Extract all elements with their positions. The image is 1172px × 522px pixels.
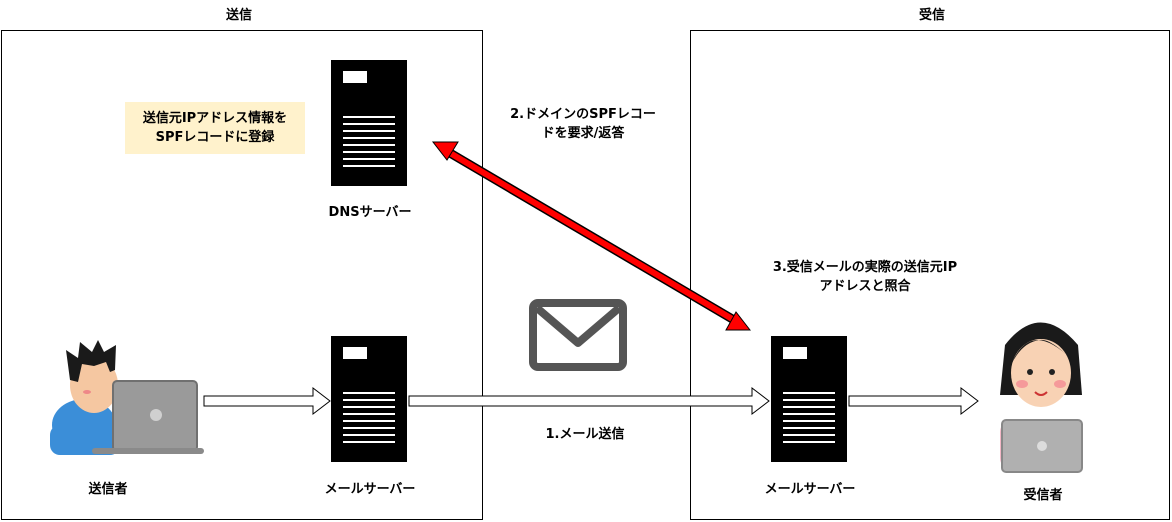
recv-mail-server-icon: [771, 336, 847, 462]
step-1-label: 1.メール送信: [545, 427, 625, 442]
woman-at-laptop-icon: [1000, 322, 1083, 473]
recv-mail-server-label: メールサーバー: [764, 482, 856, 497]
step-3-line-1: 3.受信メールの実際の送信元IP: [772, 260, 958, 275]
man-at-laptop-icon: [50, 340, 204, 455]
step-2-label: 2.ドメインのSPFレコー ドを要求/返答: [483, 105, 683, 143]
dns-server-label: DNSサーバー: [328, 205, 412, 220]
send-region-label: 送信: [225, 8, 252, 23]
step-2-line-2: ドを要求/返答: [541, 126, 625, 141]
send-mail-server-label: メールサーバー: [324, 482, 416, 497]
arrow-server-to-server: [408, 386, 770, 416]
dns-server-icon: [331, 60, 407, 186]
arrow-server-to-receiver: [848, 386, 979, 416]
envelope-icon: [529, 299, 627, 371]
receiver-label: 受信者: [1023, 488, 1063, 503]
spf-registration-note: 送信元IPアドレス情報を SPFレコードに登録: [125, 102, 305, 154]
spf-query-arrow: [431, 141, 752, 331]
step-2-line-1: 2.ドメインのSPFレコー: [510, 107, 656, 122]
step-3-line-2: アドレスと照合: [819, 279, 911, 294]
receive-region-label: 受信: [918, 8, 945, 23]
step-3-label: 3.受信メールの実際の送信元IP アドレスと照合: [735, 258, 995, 296]
send-region-box: [1, 30, 483, 520]
sender-label: 送信者: [88, 482, 128, 497]
note-line-2: SPFレコードに登録: [155, 130, 275, 145]
receive-region-box: [690, 30, 1170, 520]
arrow-sender-to-server: [203, 386, 331, 416]
note-line-1: 送信元IPアドレス情報を: [142, 111, 288, 126]
send-mail-server-icon: [331, 336, 407, 462]
